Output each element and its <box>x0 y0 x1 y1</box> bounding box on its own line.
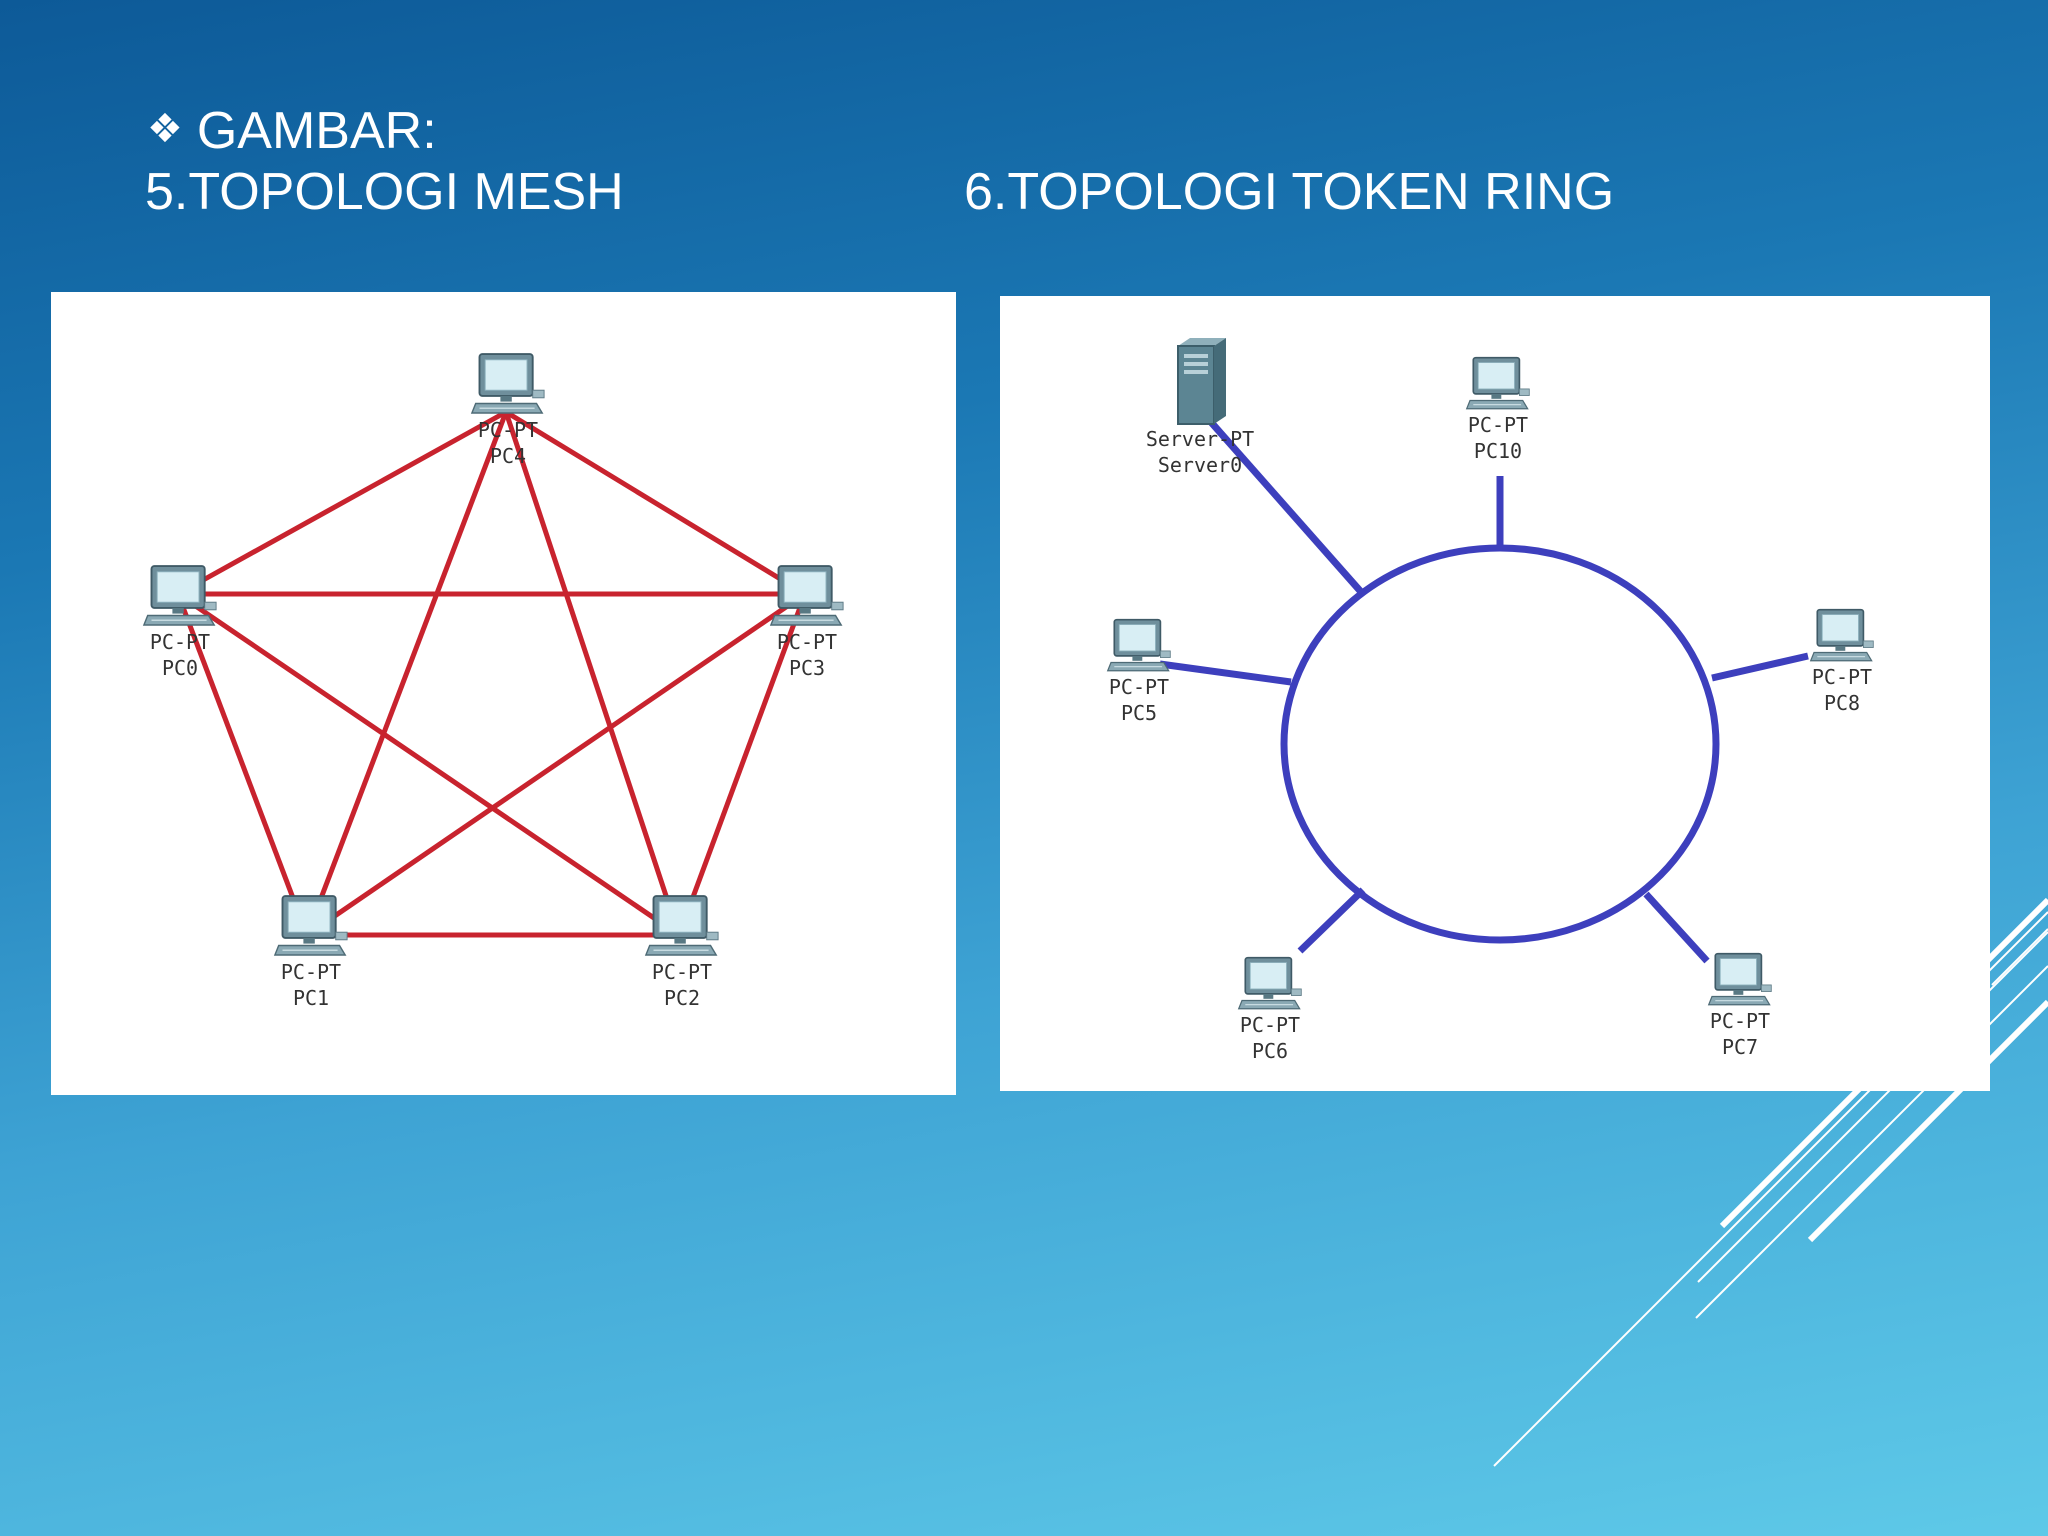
node-name-label: PC10 <box>1473 439 1523 463</box>
mesh-link-pc4-pc3 <box>504 409 807 597</box>
node-type-label: PC-PT <box>477 418 539 442</box>
node-name-label: PC1 <box>292 986 330 1010</box>
ring-link-pc5 <box>1159 660 1292 686</box>
pc-icon <box>1079 618 1199 674</box>
server-icon <box>1140 336 1260 426</box>
node-name-label: Server0 <box>1157 453 1243 477</box>
pc-icon <box>1782 608 1902 664</box>
ring-links <box>1159 418 1809 964</box>
node-name-label: PC3 <box>788 656 826 680</box>
node-name-label: PC4 <box>489 444 527 468</box>
node-type-label: PC-PT <box>776 630 838 654</box>
slide-heading: ❖ GAMBAR: <box>147 105 437 157</box>
ring-link-pc6 <box>1297 887 1366 954</box>
node-type-label: Server-PT <box>1145 427 1255 451</box>
mesh-link-pc0-pc2 <box>176 591 681 938</box>
node-name-label: PC0 <box>161 656 199 680</box>
pc-icon <box>120 564 240 629</box>
ring-link-server0 <box>1207 418 1365 596</box>
node-type-label: PC-PT <box>1709 1009 1771 1033</box>
pc-icon <box>1210 956 1330 1012</box>
mesh-link-pc3-pc1 <box>305 591 807 938</box>
pc-icon <box>1438 356 1558 412</box>
node-name-label: PC5 <box>1120 701 1158 725</box>
mesh-title: 5.TOPOLOGI MESH <box>145 163 624 221</box>
mesh-link-pc4-pc2 <box>503 411 682 936</box>
node-type-label: PC-PT <box>149 630 211 654</box>
node-name-label: PC7 <box>1721 1035 1759 1059</box>
node-type-label: PC-PT <box>1467 413 1529 437</box>
node-type-label: PC-PT <box>1811 665 1873 689</box>
pc-icon <box>448 352 568 417</box>
token-ring-title: 6.TOPOLOGI TOKEN RING <box>964 163 1615 221</box>
node-name-label: PC2 <box>663 986 701 1010</box>
ring-link-pc8 <box>1711 652 1809 682</box>
mesh-link-pc4-pc0 <box>176 409 508 597</box>
node-type-label: PC-PT <box>1239 1013 1301 1037</box>
heading-text: GAMBAR: <box>196 102 437 160</box>
mesh-links <box>175 409 808 938</box>
pc-icon <box>622 894 742 959</box>
node-name-label: PC6 <box>1251 1039 1289 1063</box>
node-type-label: PC-PT <box>651 960 713 984</box>
node-type-label: PC-PT <box>280 960 342 984</box>
mesh-link-pc0-pc1 <box>175 593 310 936</box>
pc-icon <box>1680 952 1800 1008</box>
node-name-label: PC8 <box>1823 691 1861 715</box>
diamond-bullet-icon: ❖ <box>147 106 183 152</box>
node-type-label: PC-PT <box>1108 675 1170 699</box>
pc-icon <box>747 564 867 629</box>
pc-icon <box>251 894 371 959</box>
ring-link-pc7 <box>1643 891 1710 964</box>
ring-cable <box>1280 544 1720 944</box>
mesh-link-pc3-pc2 <box>676 593 808 936</box>
mesh-link-pc4-pc1 <box>304 411 509 936</box>
